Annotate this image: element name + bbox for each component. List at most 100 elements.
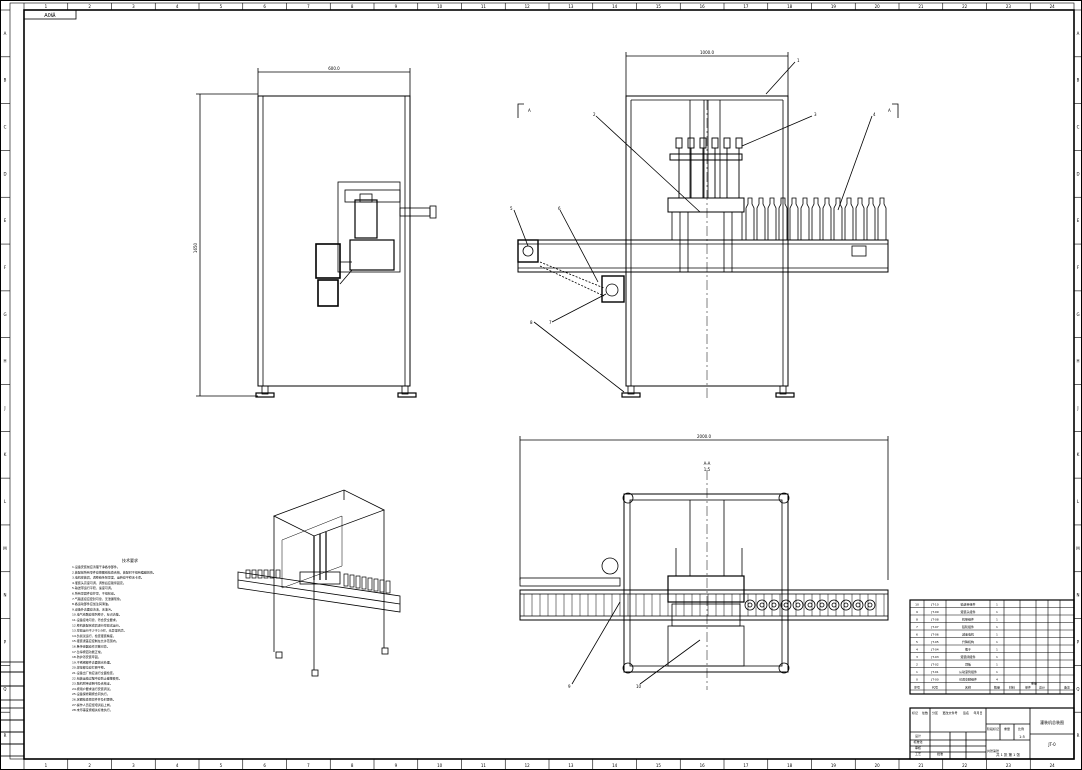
parts-cell: 1 [996, 655, 998, 659]
parts-cell: JT-01 [930, 670, 938, 674]
zone-col-label: 2 [88, 4, 91, 9]
note-line: 25.设备保修期按合同执行。 [72, 691, 110, 696]
zone-col-label: 24 [1050, 4, 1056, 9]
zone-row-label: M [3, 546, 7, 551]
parts-cell: 1 [996, 625, 998, 629]
zone-row-label: B [1077, 78, 1080, 83]
note-line: 10.电气线路应排列整齐，标识清楚。 [72, 612, 122, 617]
bottle-neck [819, 602, 825, 608]
parts-cell: 1 [996, 633, 998, 637]
title-block-label: 处数 [922, 710, 928, 715]
parts-cell: 7 [916, 625, 918, 629]
iso-bottle [257, 569, 263, 579]
bottle [778, 197, 788, 241]
zone-col-label: 1 [45, 763, 48, 768]
iso-bottle [263, 569, 269, 579]
title-block-label: 年月日 [973, 710, 982, 715]
parts-header: 备注 [1064, 685, 1070, 690]
bottle-top [852, 599, 864, 611]
balloon-5: 5 [510, 206, 513, 211]
bottle-top [756, 599, 768, 611]
zone-col-label: 6 [263, 763, 266, 768]
zone-row-label: A [4, 31, 7, 36]
parts-cell: 3 [916, 655, 918, 659]
note-line: 11.设备接地可靠，符合安全要求。 [72, 617, 119, 622]
iso-bottle [275, 569, 281, 579]
parts-cell: 4 [916, 648, 918, 652]
note-line: 15.灌装误差应控制在允许范围内。 [72, 638, 119, 643]
parts-cell: JT-09 [930, 610, 938, 614]
iso-bottle [361, 576, 367, 590]
front-filling-valves [675, 137, 743, 198]
front-balloons: 1 2 3 4 5 6 7 8 [510, 58, 876, 325]
note-line: 27.操作人员应经培训后上岗。 [72, 702, 113, 707]
side-view [196, 68, 437, 398]
note-line: 16.各传感器动作灵敏可靠。 [72, 644, 110, 649]
zone-row-label: B [4, 78, 7, 83]
zone-row-label: J [1076, 405, 1078, 410]
parts-cell: 可调支脚组件 [959, 677, 977, 682]
zone-row-label: L [4, 499, 7, 504]
zone-col-label: 22 [962, 4, 968, 9]
parts-header: 材料 [1009, 685, 1015, 690]
zone-col-label: 6 [263, 4, 266, 9]
parts-cell: 灌装阀组件 [960, 654, 975, 659]
parts-header: 名称 [965, 685, 971, 690]
balloon-1: 1 [797, 58, 800, 63]
section-scale: 1:5 [704, 467, 711, 472]
bottle [767, 197, 777, 241]
title-block-labels: 标记处数分区更改文件号签名年月日设计标准化审核工艺批准阶段标记重量比例共张第张 [912, 710, 1024, 756]
side-height-dimension: 1650 [193, 242, 198, 253]
parts-cell: JT-04 [930, 648, 938, 652]
zone-col-label: 23 [1006, 763, 1012, 768]
zone-col-label: 11 [481, 4, 487, 9]
parts-cell: 减速电机 [962, 632, 974, 637]
title-block-label: 批准 [937, 751, 943, 756]
note-line: 14.负载试运行，检查灌装精度。 [72, 633, 116, 638]
balloon-7: 7 [549, 320, 552, 325]
note-line: 28.未尽事宜按相关标准执行。 [72, 707, 113, 712]
bottle-neck [855, 602, 861, 608]
balloon-6: 6 [558, 206, 561, 211]
zone-row-label: R [4, 733, 7, 738]
zone-col-label: 3 [132, 763, 135, 768]
note-line: 24.按用户要求进行安装调试。 [72, 686, 113, 691]
zone-col-label: 7 [307, 763, 310, 768]
parts-header: 序号 [914, 685, 920, 690]
zone-col-label: 5 [220, 4, 223, 9]
parts-cell: 升降机构 [962, 639, 974, 644]
bottle [745, 197, 755, 241]
note-line: 13.空载运行不少于2小时，无异常响声。 [72, 628, 127, 633]
parts-cell: 顶板 [965, 662, 971, 667]
parts-cell: 1 [996, 670, 998, 674]
bottle [855, 197, 865, 241]
parts-cell: 2 [916, 663, 918, 667]
zone-col-label: 24 [1050, 763, 1056, 768]
zone-col-label: 20 [875, 4, 881, 9]
zone-row-label: L [1077, 499, 1080, 504]
zone-col-label: 5 [220, 763, 223, 768]
title-block-label: 标记 [912, 710, 918, 715]
section-marker-right: A [888, 108, 891, 113]
note-line: 4.灌装头高度可调，调整后应锁紧固定。 [72, 580, 126, 585]
note-line: 19.不锈钢部件表面抛光处理。 [72, 659, 113, 664]
zone-col-label: 21 [918, 4, 924, 9]
parts-cell: 1 [996, 610, 998, 614]
note-line: 6.所有紧固件应拧紧，不得松动。 [72, 591, 117, 596]
zone-col-label: 15 [656, 4, 662, 9]
zone-row-label: N [4, 593, 7, 598]
note-line: 20.焊接部位应打磨平整。 [72, 665, 107, 670]
bottle-top [768, 599, 780, 611]
iso-bottle [385, 580, 391, 594]
zone-col-label: 9 [395, 763, 398, 768]
zone-col-label: 7 [307, 4, 310, 9]
parts-cell: JT-06 [930, 633, 938, 637]
zone-col-label: 11 [481, 763, 487, 768]
bottle-top [864, 599, 876, 611]
zone-col-label: 4 [176, 4, 179, 9]
zone-row-label: M [1076, 546, 1080, 551]
zone-col-label: 10 [437, 763, 443, 768]
bottle [877, 197, 887, 241]
